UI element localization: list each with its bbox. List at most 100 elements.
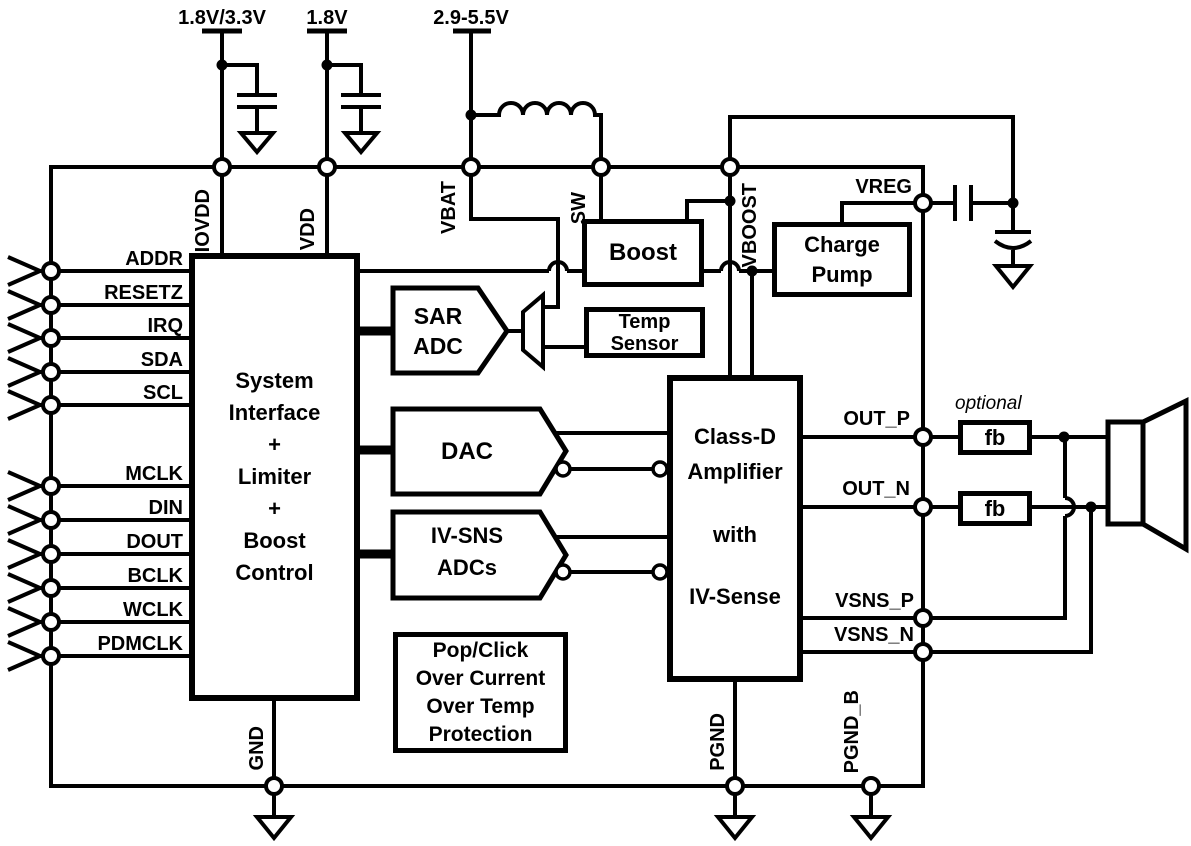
speaker-icon <box>1105 396 1189 554</box>
wire-vbat-to-mux <box>469 167 560 309</box>
capacitor-icon <box>341 93 381 109</box>
pin-label-out-n: OUT_N <box>842 478 910 500</box>
pin-circle-out-n <box>913 497 933 517</box>
signal-arrow-icon <box>7 356 189 388</box>
block-label: Temp <box>618 310 671 333</box>
junction-dot <box>1007 197 1019 209</box>
pin-circle-vdd <box>317 157 337 177</box>
dac-shape <box>390 406 569 497</box>
pin-label-wclk: WCLK <box>123 599 183 621</box>
wire-vsns-n <box>803 507 1093 654</box>
wire-vboost-top-loop <box>728 115 1015 203</box>
pin-circle-sda <box>41 362 61 382</box>
block-label: Pop/Click <box>432 638 529 662</box>
signal-arrow-icon <box>7 538 189 570</box>
block-label: Over Current <box>415 666 546 690</box>
bottom-grounds <box>252 794 893 842</box>
block-label: DAC <box>441 437 493 465</box>
ground-icon <box>991 264 1035 291</box>
pin-circle-irq <box>41 328 61 348</box>
vbat-supply-rail <box>453 28 603 167</box>
mux-shape <box>521 290 545 372</box>
pin-circle-din <box>41 510 61 530</box>
junction-dot <box>465 109 477 121</box>
pin-label-pgnd: PGND <box>707 713 729 771</box>
pin-label-pgnd-b: PGND_B <box>841 689 863 773</box>
block-label: Sensor <box>610 332 679 355</box>
signal-arrow-icon <box>7 289 189 321</box>
iv-sns-shape <box>390 509 569 601</box>
block-label: Boost <box>609 239 677 266</box>
pin-circle-pgnd-b <box>861 776 881 796</box>
pin-circles <box>41 157 933 796</box>
block-label: ADCs <box>437 555 497 580</box>
pin-circle-sw <box>591 157 611 177</box>
pin-circle-vsns-n <box>913 642 933 662</box>
junction-dot <box>321 59 333 71</box>
ground-icon <box>713 815 757 842</box>
capacitor-curved-plate-icon <box>993 239 1033 250</box>
supply-label-vbat: 2.9-5.5V <box>433 7 509 29</box>
ground-icon <box>236 131 278 156</box>
junction-dot <box>216 59 228 71</box>
pin-circle-out-p <box>913 427 933 447</box>
block-label: IV-Sense <box>689 584 781 609</box>
pin-label-vboost: VBOOST <box>739 182 761 267</box>
pin-circle-vbat <box>461 157 481 177</box>
pin-circle-addr <box>41 261 61 281</box>
capacitor-icon <box>237 93 277 109</box>
wire-chargepump-to-vreg <box>840 201 953 222</box>
inductor-icon <box>471 101 603 167</box>
iv-sns-label: IV-SNS ADCs <box>393 509 541 595</box>
wire-vsns-p <box>803 437 1076 620</box>
pin-circle-gnd <box>264 776 284 796</box>
ground-icon <box>849 815 893 842</box>
block-label: fb <box>984 424 1006 450</box>
pin-label-mclk: MCLK <box>125 463 183 485</box>
pin-label-sw: SW <box>568 191 590 224</box>
signal-arrow-icon <box>7 255 189 287</box>
dac-label: DAC <box>393 409 541 494</box>
pin-label-din: DIN <box>148 497 183 519</box>
sar-adc-shape <box>390 285 511 376</box>
pin-circle-bclk <box>41 578 61 598</box>
pin-label-vsns-n: VSNS_N <box>833 624 914 646</box>
pin-circle-scl <box>41 395 61 415</box>
class-d-block: Class-D Amplifier with IV-Sense <box>667 375 803 682</box>
pin-label-vreg: VREG <box>855 176 912 198</box>
signal-arrow-icon <box>7 606 189 638</box>
vdd-supply-rail <box>307 28 382 167</box>
signal-arrow-icon <box>7 504 189 536</box>
pin-label-out-p: OUT_P <box>843 408 910 430</box>
fb-filter-block-n: fb <box>958 491 1032 526</box>
port-circle <box>651 563 669 581</box>
pin-label-sda: SDA <box>140 349 183 371</box>
signal-arrow-icon <box>7 322 189 354</box>
junction-dot <box>746 265 758 277</box>
temp-sensor-block: Temp Sensor <box>584 307 705 358</box>
block-label: ADC <box>413 332 463 359</box>
pin-label-iovdd: IOVDD <box>192 188 214 252</box>
boost-block: Boost <box>582 219 704 287</box>
supply-label-iovdd: 1.8V/3.3V <box>178 7 266 29</box>
port-circle <box>651 460 669 478</box>
pin-label-scl: SCL <box>143 382 183 404</box>
pin-circle-pgnd <box>725 776 745 796</box>
system-interface-block: System Interface + Limiter + Boost Contr… <box>189 253 360 701</box>
pin-label-vdd: VDD <box>297 207 319 250</box>
block-label: with <box>713 522 757 547</box>
signal-port-circles <box>554 460 669 581</box>
pin-circle-wclk <box>41 612 61 632</box>
optional-annotation: optional <box>955 393 1022 414</box>
port-circle <box>554 563 572 581</box>
junction-dots <box>216 59 1097 513</box>
block-label: fb <box>984 495 1006 521</box>
junction-dot <box>1058 431 1070 443</box>
protection-block: Pop/Click Over Current Over Temp Protect… <box>393 632 568 753</box>
block-label: Class-D <box>694 424 776 449</box>
supply-label-vdd: 1.8V <box>306 7 348 29</box>
pin-circle-dout <box>41 544 61 564</box>
signal-arrow-icon <box>7 640 189 672</box>
pin-circle-vboost <box>720 157 740 177</box>
